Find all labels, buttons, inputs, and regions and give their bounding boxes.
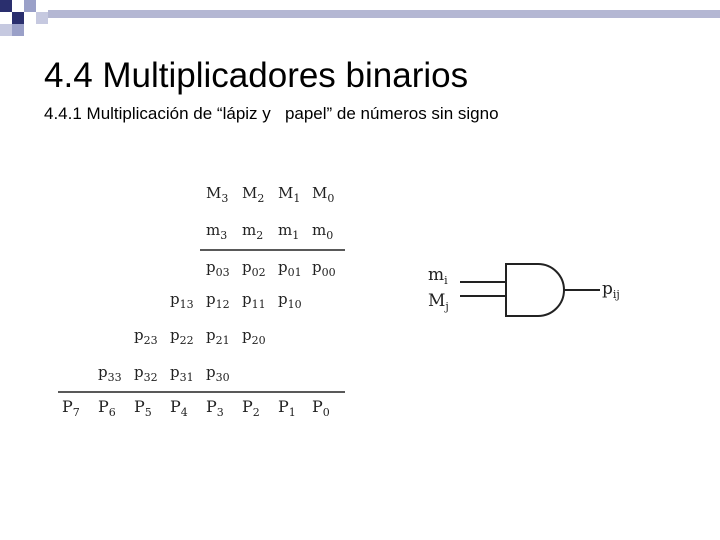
- product-bit: P1: [278, 397, 296, 419]
- multiplier-bit: m3: [206, 221, 227, 242]
- multiplier-bit: m1: [278, 221, 299, 242]
- product-bit: P7: [62, 397, 80, 419]
- gate-input-b-label: Mj: [428, 291, 449, 313]
- partial-product-term: p20: [242, 326, 266, 347]
- partial-product-term: p13: [170, 290, 194, 311]
- partial-product-term: p21: [206, 326, 230, 347]
- multiplication-table: M3 M2 M1 M0 m3 m2 m1 m0 p03 p02 p01 p00 p13 p12 p11 p10…: [62, 184, 336, 419]
- partial-product-term: p30: [206, 363, 230, 384]
- multiplier-bit: m0: [312, 221, 333, 242]
- corner-squares-decoration: [0, 0, 720, 36]
- slide-title: 4.4 Multiplicadores binarios: [44, 56, 469, 95]
- multiplicand-bit: M2: [242, 184, 264, 205]
- product-bit: P2: [242, 397, 260, 419]
- partial-product-term: p10: [278, 290, 302, 311]
- partial-product-term: p22: [170, 326, 194, 347]
- gate-input-a-label: mi: [428, 265, 448, 287]
- partial-product-term: p12: [206, 290, 230, 311]
- partial-product-term: p01: [278, 258, 302, 279]
- multiplicand-bit: M0: [312, 184, 334, 205]
- multiplicand-bit: M1: [278, 184, 300, 205]
- multiplicand-bit: M3: [206, 184, 228, 205]
- product-bit: P5: [134, 397, 152, 419]
- product-bit: P0: [312, 397, 330, 419]
- partial-product-term: p32: [134, 363, 158, 384]
- product-bit: P4: [170, 397, 188, 419]
- multiplication-figure: M3 M2 M1 M0 m3 m2 m1 m0 p03 p02 p01 p00 p13 p12 p11 p10…: [58, 184, 620, 419]
- partial-product-term: p00: [312, 258, 336, 279]
- partial-product-term: p11: [242, 290, 266, 311]
- partial-product-term: p31: [170, 363, 194, 384]
- slide-subtitle: 4.4.1 Multiplicación de “lápiz y papel” …: [44, 104, 499, 123]
- product-bit: P6: [98, 397, 116, 419]
- product-bit: P3: [206, 397, 224, 419]
- multiplier-bit: m2: [242, 221, 263, 242]
- partial-product-term: p03: [206, 258, 230, 279]
- partial-product-term: p23: [134, 326, 158, 347]
- and-gate-body: [505, 263, 565, 317]
- partial-product-term: p33: [98, 363, 122, 384]
- partial-product-term: p02: [242, 258, 266, 279]
- gate-output-label: pij: [602, 279, 620, 301]
